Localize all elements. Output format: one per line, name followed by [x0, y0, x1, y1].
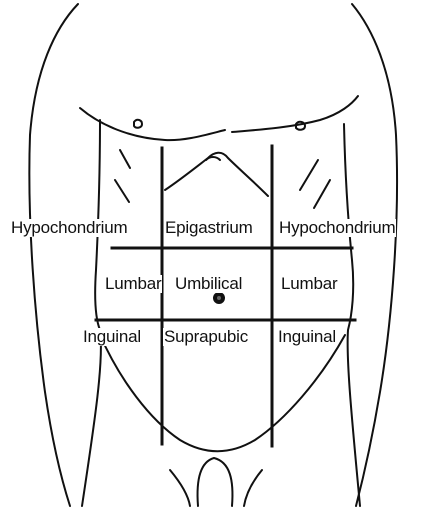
- label-middle-center: Umbilical: [174, 275, 243, 293]
- label-lower-left: Inguinal: [82, 328, 142, 346]
- label-upper-right: Hypochondrium: [278, 219, 396, 237]
- label-middle-left: Lumbar: [104, 275, 162, 293]
- label-lower-right: Inguinal: [277, 328, 337, 346]
- label-middle-right: Lumbar: [280, 275, 338, 293]
- label-upper-left: Hypochondrium: [10, 219, 128, 237]
- label-upper-center: Epigastrium: [164, 219, 254, 237]
- label-lower-center: Suprapubic: [163, 328, 249, 346]
